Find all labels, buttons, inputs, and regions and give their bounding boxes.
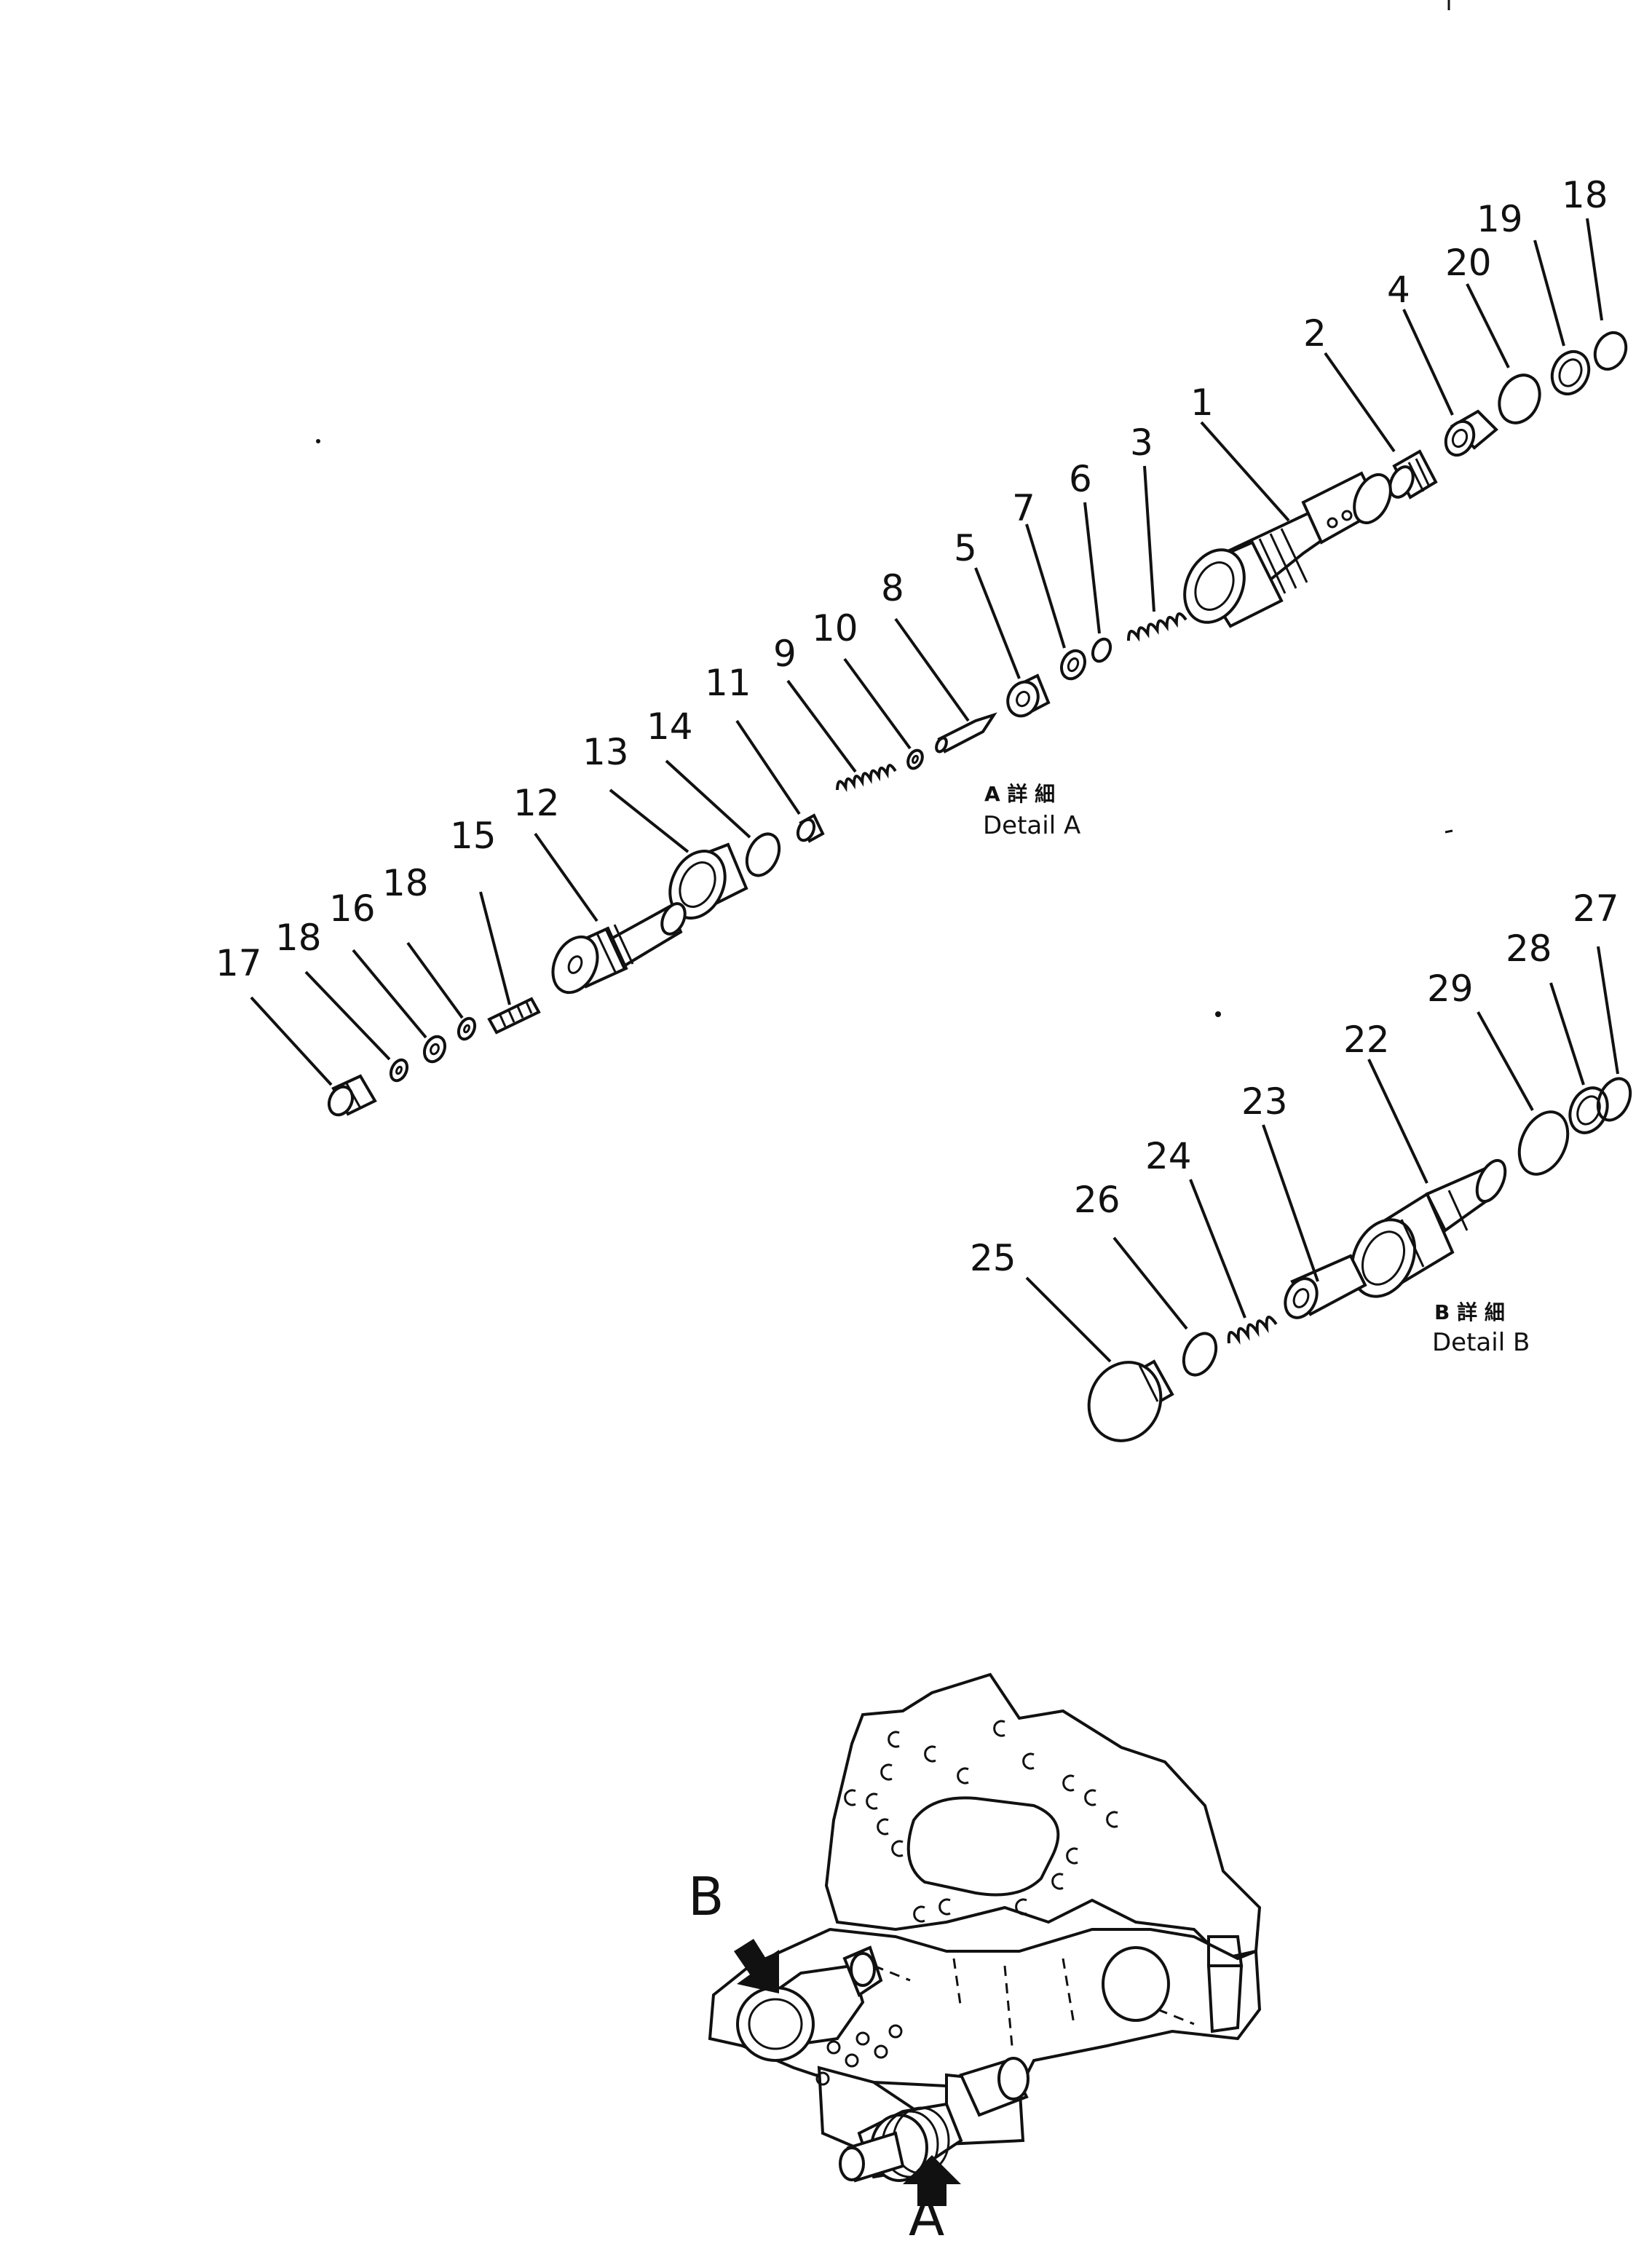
part-2-sleeve xyxy=(1388,449,1438,499)
detail-b-leader-lines xyxy=(1025,946,1619,1363)
detail-b-parts xyxy=(1087,1077,1632,1442)
detail-b-part-numbers: 27 28 29 22 23 24 26 25 xyxy=(970,888,1619,1279)
label-29: 29 xyxy=(1427,968,1474,1010)
label-12: 12 xyxy=(513,782,560,824)
part-26-o-ring xyxy=(1182,1332,1218,1377)
label-20: 19 xyxy=(1477,198,1523,240)
part-18-washer xyxy=(457,1016,477,1041)
part-14-o-ring xyxy=(745,832,781,877)
label-18-b: 18 xyxy=(275,917,322,959)
label-15: 15 xyxy=(450,815,497,857)
detail-b-caption-jp: B 詳 細 xyxy=(1434,1300,1505,1324)
part-20-backup-ring xyxy=(1550,349,1591,396)
part-10-ring xyxy=(906,748,924,770)
part-7-washer xyxy=(1059,649,1087,681)
label-11: 11 xyxy=(705,662,751,704)
part-8-poppet xyxy=(935,712,997,754)
detail-a-part-numbers: 18 19 20 4 2 1 3 6 7 5 8 10 9 11 14 13 1… xyxy=(216,174,1608,984)
arrow-a xyxy=(903,2155,961,2206)
label-10: 10 xyxy=(812,607,858,649)
assembly-labels: B A xyxy=(688,1866,944,2241)
label-6: 6 xyxy=(1069,458,1092,500)
label-13: 13 xyxy=(582,731,629,773)
assembly-view xyxy=(708,1672,1262,2206)
label-3: 3 xyxy=(1130,422,1153,464)
detail-a-leader-lines xyxy=(250,218,1603,1086)
label-19: 18 xyxy=(1562,174,1608,216)
arrow-b xyxy=(734,1939,779,1993)
valve-a-in-assembly xyxy=(839,2057,1029,2183)
part-25-plug xyxy=(1087,1359,1174,1442)
part-28-backup-ring xyxy=(1568,1086,1609,1134)
label-16: 16 xyxy=(329,888,376,930)
label-25: 25 xyxy=(970,1237,1016,1279)
part-29-o-ring xyxy=(1517,1110,1570,1176)
part-24-spring xyxy=(1227,1316,1278,1345)
label-9: 9 xyxy=(773,633,797,675)
bolt-holes xyxy=(844,1720,1118,1923)
part-19-o-ring xyxy=(1593,331,1628,371)
assembly-label-a: A xyxy=(909,2186,944,2237)
label-18-a: 18 xyxy=(382,862,429,904)
valve-b-in-assembly xyxy=(736,1945,883,2062)
part-12-adjuster xyxy=(551,902,687,995)
part-1-valve-body xyxy=(1183,471,1392,628)
label-26: 26 xyxy=(1074,1179,1121,1221)
part-15-screw xyxy=(487,997,541,1035)
detail-a-caption: A 詳 細 Detail A xyxy=(983,782,1080,840)
label-5: 5 xyxy=(954,527,977,569)
label-8: 8 xyxy=(881,567,904,609)
detail-a-caption-en: Detail A xyxy=(983,811,1080,840)
part-11-stopper xyxy=(796,813,825,843)
label-23: 23 xyxy=(1241,1080,1288,1123)
scan-specks xyxy=(316,0,1453,1017)
label-4: 4 xyxy=(1387,269,1410,311)
label-22: 22 xyxy=(1343,1019,1390,1061)
label-17: 17 xyxy=(216,942,262,984)
part-23-spool xyxy=(1284,1254,1367,1319)
label-2: 2 xyxy=(1303,312,1327,355)
part-6-ring xyxy=(1091,637,1112,663)
detail-a-caption-jp: A 詳 細 xyxy=(984,782,1055,806)
part-13-nut xyxy=(668,842,748,920)
part-3-spring xyxy=(1126,612,1187,642)
assembly-label-b: B xyxy=(688,1866,724,1927)
detail-b-caption: B 詳 細 Detail B xyxy=(1432,1300,1530,1357)
part-4-plug xyxy=(1444,409,1498,457)
detail-a-parts xyxy=(327,331,1628,1117)
part-18-washer-2 xyxy=(389,1058,409,1083)
label-28: 28 xyxy=(1506,928,1552,970)
label-7: 7 xyxy=(1012,487,1035,529)
detail-b-caption-en: Detail B xyxy=(1432,1328,1530,1357)
part-17-cap-nut xyxy=(327,1074,377,1117)
part-9-spring xyxy=(836,764,897,793)
label-14: 14 xyxy=(647,706,693,748)
label-24: 24 xyxy=(1145,1135,1192,1177)
label-27: 27 xyxy=(1573,888,1619,930)
part-16-nut xyxy=(422,1035,447,1064)
part-22-valve-body xyxy=(1350,1158,1507,1298)
part-5-seat xyxy=(1006,673,1051,718)
label-21: 20 xyxy=(1445,242,1492,284)
label-1: 1 xyxy=(1190,382,1214,424)
part-21-o-ring xyxy=(1498,374,1541,424)
